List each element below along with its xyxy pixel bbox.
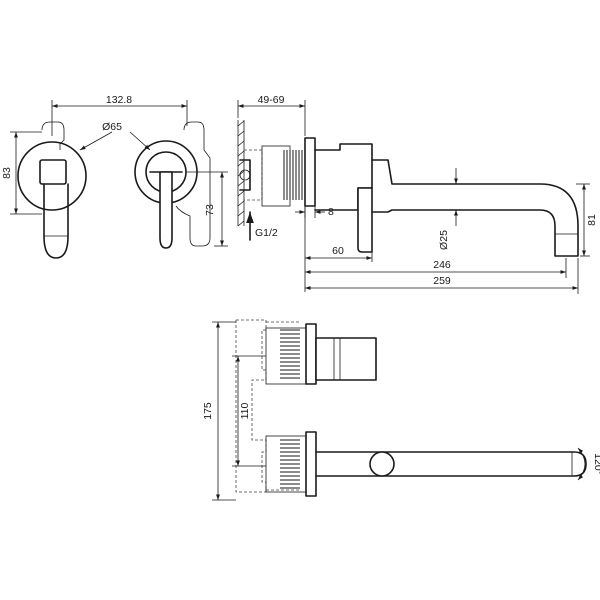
wall-hatch (237, 120, 245, 227)
dim-label-81: 81 (586, 214, 598, 226)
dim-dia-65: Ø65 (79, 121, 151, 151)
rosette-left (17, 141, 87, 211)
dim-label-73: 73 (204, 204, 216, 216)
mounting-box (235, 319, 267, 493)
top-view: 175 110 120° (202, 319, 600, 501)
dim-81: 81 (576, 183, 598, 257)
spout-front (39, 159, 67, 185)
dim-g12: G1/2 (246, 211, 278, 241)
lower-cartridge-thread (280, 439, 300, 489)
dim-49-69: 49-69 (237, 94, 306, 136)
dim-label-132-8: 132.8 (106, 94, 132, 106)
wall-plate (304, 137, 316, 207)
dim-60: 60 (304, 206, 373, 292)
dim-label-dia-25: Ø25 (438, 230, 450, 250)
dim-label-246: 246 (433, 259, 451, 271)
cartridge-outline (261, 145, 291, 207)
dim-label-110: 110 (239, 402, 251, 419)
dim-label-8: 8 (328, 206, 334, 218)
side-view: 49-69 G1/2 8 60 Ø25 (237, 94, 598, 294)
dim-132-8: 132.8 (51, 94, 188, 136)
upper-handle (315, 337, 377, 381)
dim-246: 246 (305, 258, 567, 278)
bracket-left (41, 121, 65, 150)
concealed-valve (239, 159, 251, 191)
dim-dia-25: Ø25 (438, 168, 458, 250)
dim-110: 110 (232, 355, 266, 467)
upper-cartridge-outline (265, 327, 307, 385)
spout-top-hub (369, 451, 395, 477)
concealed-body (244, 149, 263, 201)
lever-side (357, 187, 373, 253)
dim-83: 83 (1, 131, 42, 215)
dim-259: 259 (305, 258, 579, 294)
dim-73: 73 (186, 171, 228, 247)
cartridge-thread (283, 150, 303, 200)
dim-label-175: 175 (202, 402, 214, 420)
upper-cartridge-thread (280, 329, 300, 379)
dim-label-60: 60 (332, 245, 344, 257)
front-view: 132.8 Ø65 83 73 (1, 94, 228, 259)
dim-175: 175 (202, 321, 236, 501)
dim-label-g12: G1/2 (255, 227, 278, 239)
dim-label-49-69: 49-69 (258, 94, 285, 106)
dim-angle-120: 120° (577, 447, 600, 481)
lower-wall-plate (305, 431, 317, 497)
spout-front-body (43, 183, 69, 259)
spout-top (315, 451, 587, 477)
upper-wall-plate (305, 323, 317, 385)
dim-label-angle-120: 120° (592, 453, 600, 475)
dim-label-83: 83 (1, 167, 13, 179)
dim-8: 8 (295, 206, 334, 218)
dim-label-dia-65: Ø65 (102, 121, 122, 133)
bracket-right (175, 121, 211, 247)
spout-side (371, 159, 579, 257)
lever-handle (159, 171, 173, 249)
dim-label-259: 259 (433, 275, 451, 287)
